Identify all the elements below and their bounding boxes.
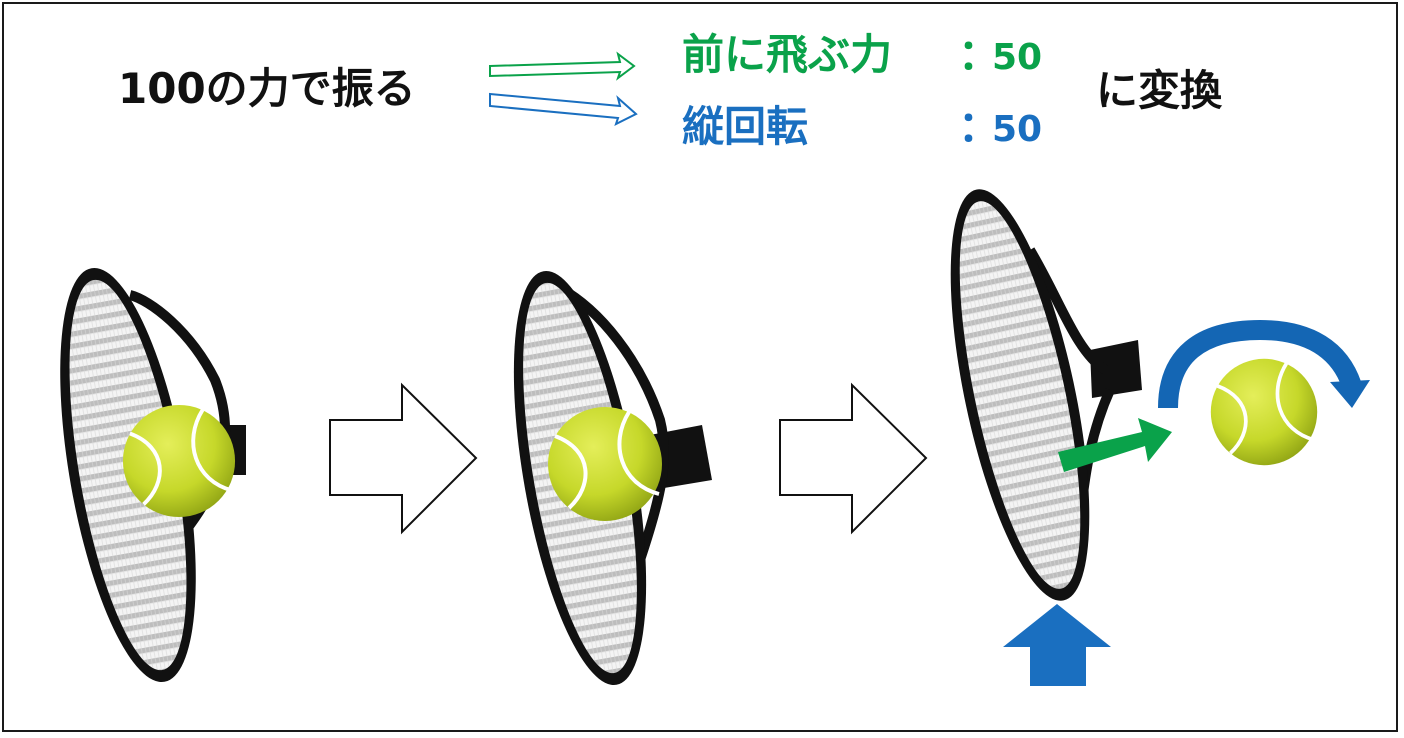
convert-label: に変換 bbox=[1096, 66, 1223, 115]
tennis-ball-icon bbox=[1208, 356, 1320, 468]
topspin-label: 縦回転 bbox=[682, 102, 809, 151]
swing-force-label: 100の力で振る bbox=[118, 64, 416, 113]
tennis-ball-icon bbox=[546, 405, 664, 523]
tennis-ball-icon bbox=[120, 402, 238, 520]
blue-up-arrow-icon bbox=[1003, 604, 1111, 686]
tennis-racket-icon bbox=[950, 189, 1142, 601]
topspin-value: 50 bbox=[992, 109, 1043, 150]
forward-force-label: 前に飛ぶ力 bbox=[682, 30, 893, 79]
forward-force-value: 50 bbox=[992, 37, 1043, 78]
blue-outline-arrow-icon bbox=[489, 92, 638, 126]
forward-force-colon: ： bbox=[958, 30, 1001, 79]
topspin-colon: ： bbox=[958, 102, 1001, 151]
green-arrow-icon bbox=[1058, 418, 1172, 472]
outline-arrow-icon bbox=[779, 382, 928, 535]
curved-spin-arrow-icon bbox=[1158, 319, 1370, 409]
outline-arrow-icon bbox=[329, 382, 478, 535]
green-outline-arrow-icon bbox=[489, 51, 636, 81]
